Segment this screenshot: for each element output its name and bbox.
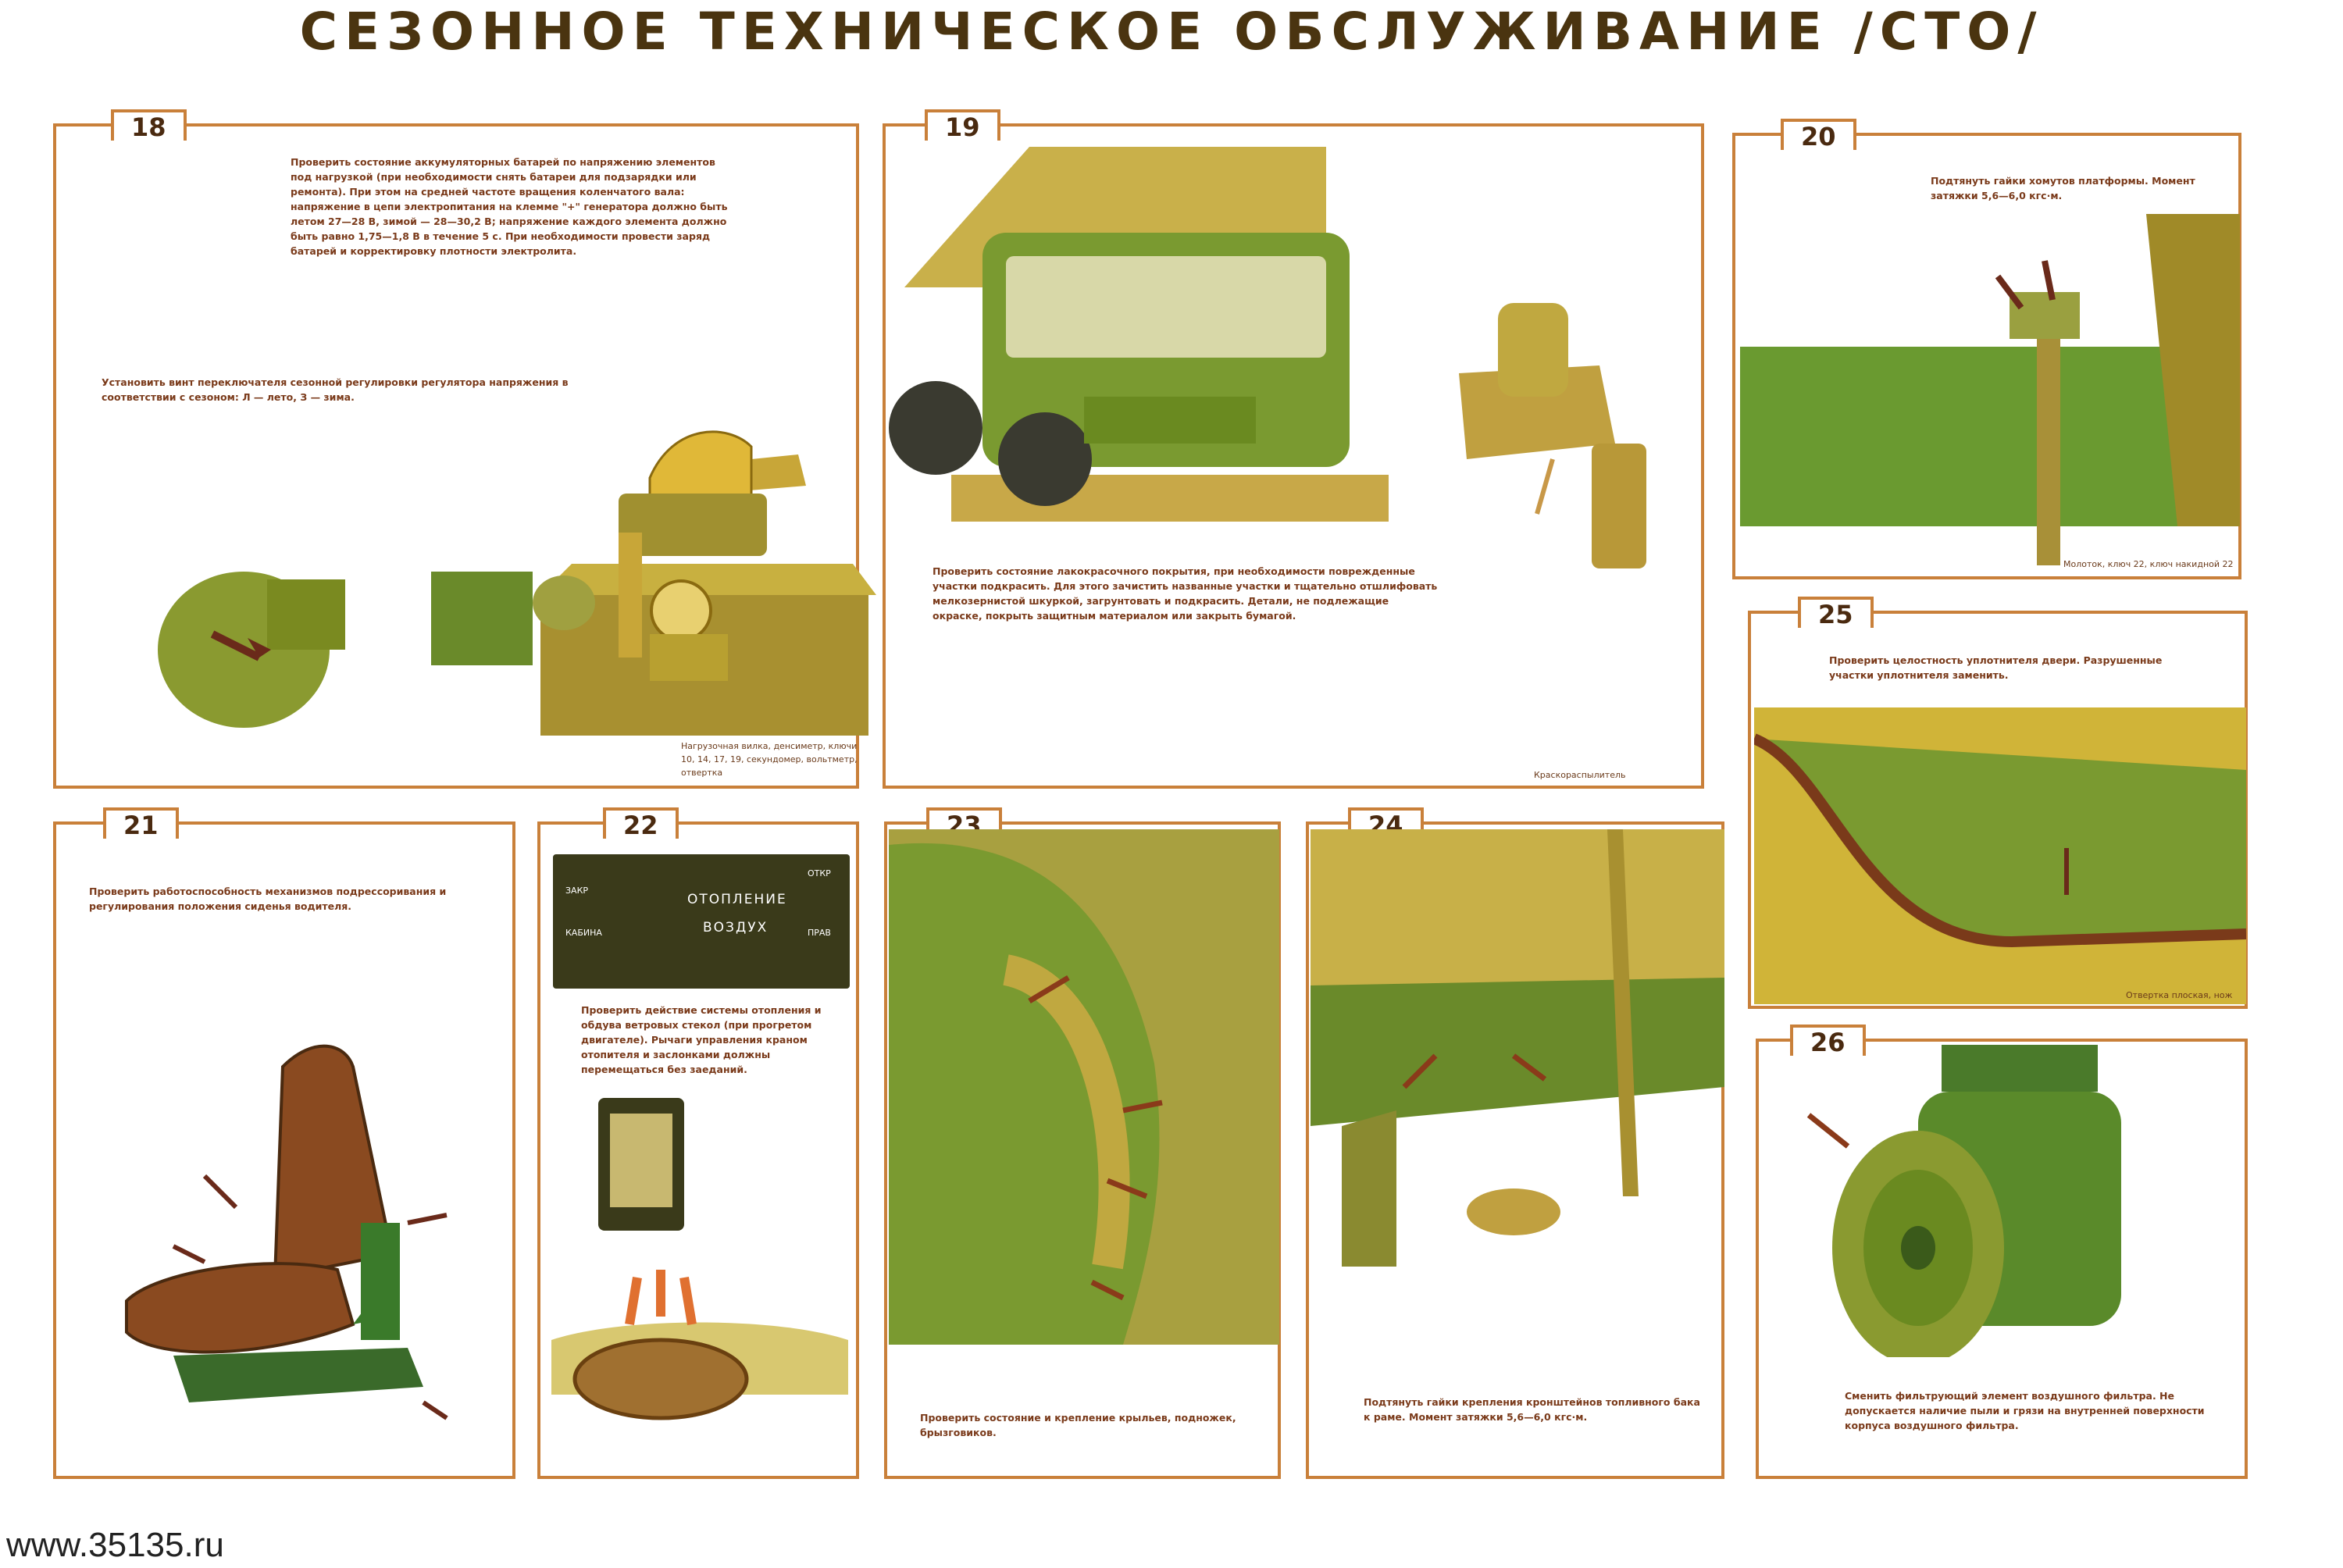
air-label: ВОЗДУХ (703, 920, 769, 935)
heater-control-panel (553, 854, 850, 989)
panel-20: 20 Подтянуть гайки хомутов платформы. Мо… (1732, 119, 2241, 579)
panel-caption: Нагрузочная вилка, денсиметр, ключи 10, … (681, 741, 858, 778)
site-url[interactable]: www.35135.ru (6, 1526, 224, 1564)
panel-text: Проверить состояние лакокрасочного покры… (933, 565, 1438, 622)
panel-text: Проверить работоспособность механизмов п… (89, 886, 447, 912)
heater-vent-illustration (551, 1098, 848, 1420)
open-label: ОТКР (808, 868, 831, 878)
closed-label: ЗАКР (565, 886, 589, 896)
panel-25: 25 Проверить целостность уплотнителя две… (1748, 597, 2248, 1009)
panel-number: 20 (1781, 119, 1856, 151)
door-seal-illustration (1754, 707, 2246, 1004)
panel-caption: Молоток, ключ 22, ключ накидной 22 (2063, 559, 2234, 569)
truck-illustration (889, 147, 1646, 568)
poster-title: СЕЗОННОЕ ТЕХНИЧЕСКОЕ ОБСЛУЖИВАНИЕ /СТО/ (299, 2, 2044, 62)
heating-label: ОТОПЛЕНИЕ (687, 892, 787, 907)
panel-19: 19 Проверить состояние лакокрасочного по… (883, 109, 1704, 789)
battery-regulator-illustration (158, 430, 876, 736)
panel-number: 18 (111, 109, 187, 142)
platform-clamp-illustration (1740, 214, 2240, 565)
panel-text: Проверить целостность уплотнителя двери.… (1829, 654, 2163, 681)
panel-number: 21 (103, 807, 179, 840)
fuel-tank-bracket-illustration (1311, 829, 1724, 1267)
panel-text-secondary: Установить винт переключателя сезонной р… (102, 376, 569, 403)
panel-21: 21 Проверить работоспособность механизмо… (53, 807, 515, 1479)
panel-text: Проверить состояние аккумуляторных батар… (291, 156, 728, 257)
panel-18: 18 Проверить состояние аккумуляторных ба… (53, 109, 876, 789)
air-filter-illustration (1806, 1045, 2121, 1357)
cabin-label: КАБИНА (565, 928, 602, 938)
driver-seat-illustration (125, 1044, 448, 1420)
panel-caption: Краскораспылитель (1534, 770, 1626, 780)
panel-number: 25 (1798, 597, 1874, 629)
panel-caption: Отвертка плоская, нож (2126, 990, 2233, 1000)
panel-text: Проверить состояние и крепление крыльев,… (920, 1412, 1236, 1438)
panel-text: Подтянуть гайки хомутов платформы. Момен… (1931, 175, 2195, 201)
panel-26: 26 Сменить фильтрующий элемент воздушног… (1756, 1025, 2248, 1479)
glass-label: ПРАВ (808, 928, 831, 938)
panel-number: 26 (1790, 1025, 1866, 1057)
fender-illustration (889, 829, 1279, 1345)
panel-number: 19 (925, 109, 1000, 142)
panel-23: 23 Проверить состояние и крепление крыль… (884, 807, 1281, 1479)
panel-22: 22 ОТОПЛЕНИЕ ВОЗДУХ ЗАКР ОТКР КАБИНА ПРА… (537, 807, 859, 1479)
panel-number: 22 (603, 807, 679, 840)
panel-text: Подтянуть гайки крепления кронштейнов то… (1364, 1396, 1700, 1423)
panel-text: Проверить действие системы отопления и о… (581, 1004, 822, 1075)
panel-24: 24 Подтянуть гайки крепления кронштейнов… (1306, 807, 1724, 1479)
panel-text: Сменить фильтрующий элемент воздушного ф… (1845, 1390, 2205, 1431)
